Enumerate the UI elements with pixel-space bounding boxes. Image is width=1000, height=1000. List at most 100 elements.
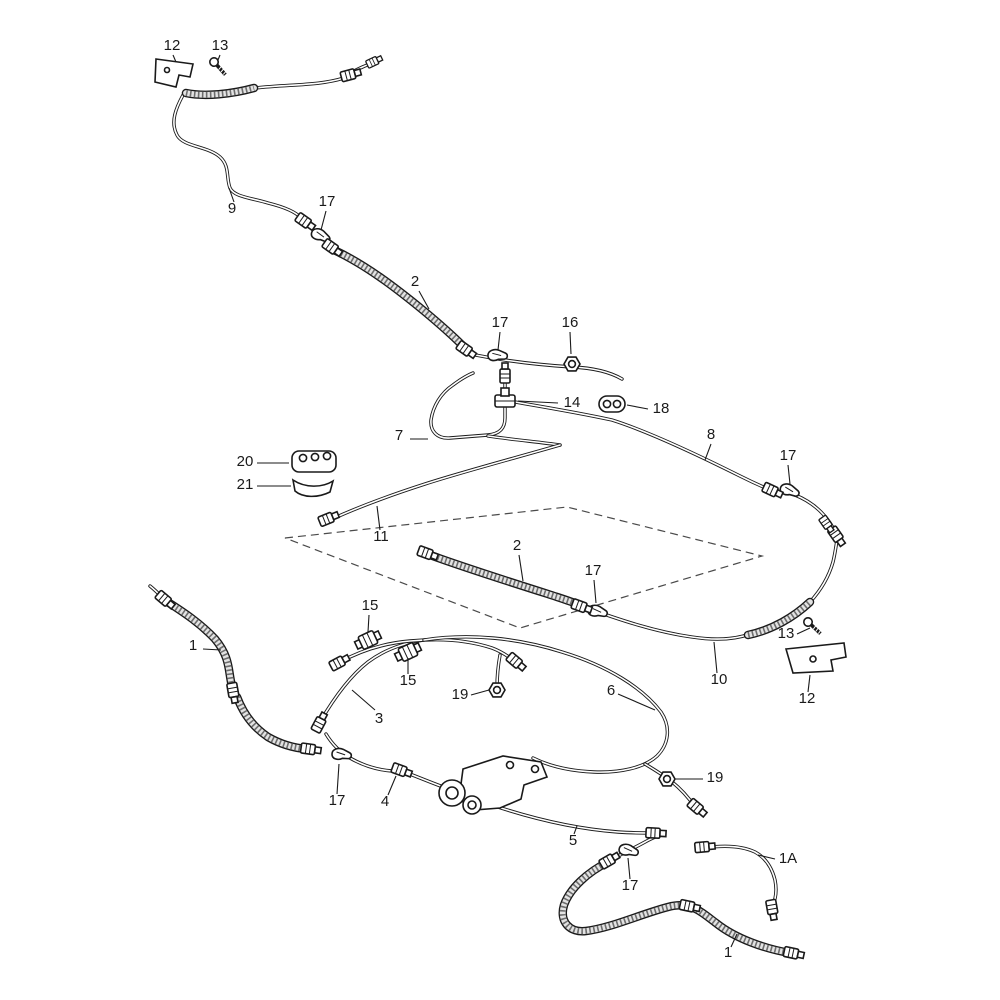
fitting xyxy=(320,237,345,259)
fitting xyxy=(415,544,440,563)
label-leader-8 xyxy=(704,443,712,461)
fitting xyxy=(454,339,479,361)
brake-hose-1-bottom xyxy=(563,862,790,953)
label-leader-17 xyxy=(593,579,597,604)
part-label-12: 12 xyxy=(164,37,181,54)
clamp-17-lower-left xyxy=(330,746,354,763)
part-label-17: 17 xyxy=(780,447,797,464)
label-leader-12 xyxy=(807,674,811,693)
fitting xyxy=(597,849,622,871)
part-label-4: 4 xyxy=(381,793,389,810)
part-label-17: 17 xyxy=(622,877,639,894)
brake-hose-top xyxy=(186,88,254,95)
grommet-18 xyxy=(598,395,626,413)
label-leader-3 xyxy=(351,689,376,711)
brake-line-11 xyxy=(328,443,562,522)
fitting xyxy=(764,898,780,922)
fitting xyxy=(327,652,352,672)
label-leader-14 xyxy=(517,400,559,404)
part-label-15: 15 xyxy=(400,672,417,689)
nut-19-left xyxy=(488,682,506,698)
label-leader-2 xyxy=(418,290,430,310)
fitting xyxy=(364,53,385,69)
brake-line-5 xyxy=(496,805,654,835)
fitting xyxy=(499,362,511,384)
fitting xyxy=(299,742,323,757)
screw-13-right xyxy=(799,615,826,636)
fitting xyxy=(389,761,414,780)
part-label-13: 13 xyxy=(212,37,229,54)
label-leader-17 xyxy=(627,857,631,880)
part-label-16: 16 xyxy=(562,314,579,331)
label-leader-6 xyxy=(617,693,656,711)
part-label-19: 19 xyxy=(452,686,469,703)
label-leader-17 xyxy=(497,331,501,351)
fitting xyxy=(760,481,785,501)
brake-line-10-left xyxy=(582,605,752,641)
brake-line-9 xyxy=(172,93,303,220)
part-label-1: 1 xyxy=(189,637,197,654)
label-leader-17 xyxy=(787,464,791,485)
label-leader-19 xyxy=(470,689,490,696)
fitting xyxy=(225,681,241,705)
brake-line-10-right xyxy=(808,538,839,604)
part-label-5: 5 xyxy=(569,832,577,849)
part-label-18: 18 xyxy=(653,400,670,417)
label-leader-13 xyxy=(217,54,221,61)
label-leader-9 xyxy=(228,187,235,203)
part-label-6: 6 xyxy=(607,682,615,699)
part-label-20: 20 xyxy=(237,453,254,470)
nut-16 xyxy=(563,356,581,372)
part-label-1a: 1A xyxy=(779,850,797,867)
fitting xyxy=(339,66,363,83)
nut-19-right xyxy=(658,771,676,787)
part-label-13: 13 xyxy=(778,625,795,642)
label-leader-1 xyxy=(202,648,222,651)
part-label-17: 17 xyxy=(319,193,336,210)
label-leader-15 xyxy=(367,614,370,633)
brake-line-top xyxy=(253,76,346,90)
part-label-17: 17 xyxy=(585,562,602,579)
label-leader-17 xyxy=(320,210,327,231)
part-label-3: 3 xyxy=(375,710,383,727)
part-label-14: 14 xyxy=(564,394,581,411)
brake-line-7-to-11 xyxy=(486,434,562,447)
part-label-11: 11 xyxy=(373,528,389,545)
mounting-bracket-12-top xyxy=(154,58,194,88)
line-clip-20 xyxy=(291,450,337,473)
brake-hose-2-lower xyxy=(430,555,577,604)
part-label-1: 1 xyxy=(724,944,732,961)
fitting xyxy=(316,509,341,528)
brake-line-1a xyxy=(702,844,778,909)
part-label-8: 8 xyxy=(707,426,715,443)
fitting xyxy=(153,589,178,612)
part-label-9: 9 xyxy=(228,200,236,217)
label-leader-10 xyxy=(713,641,718,674)
part-label-17: 17 xyxy=(329,792,346,809)
part-label-15: 15 xyxy=(362,597,379,614)
label-leader-13 xyxy=(796,627,811,635)
part-label-10: 10 xyxy=(711,671,728,688)
label-leader-11 xyxy=(376,505,381,531)
label-leader-5 xyxy=(573,825,578,835)
part-label-12: 12 xyxy=(799,690,816,707)
part-label-7: 7 xyxy=(395,427,403,444)
label-leader-1a xyxy=(757,854,776,860)
label-leader-17 xyxy=(336,763,340,795)
part-label-2: 2 xyxy=(411,273,419,290)
label-leader-12 xyxy=(172,54,177,63)
brake-hose-1-left-upper xyxy=(166,601,232,686)
fitting xyxy=(644,826,668,840)
part-label-21: 21 xyxy=(237,476,254,493)
clip-pad-21 xyxy=(291,478,335,498)
brake-line-7-loop xyxy=(429,371,507,440)
label-leader-16 xyxy=(569,331,572,355)
fitting xyxy=(293,211,318,233)
fitting xyxy=(693,840,717,854)
mounting-bracket-12-right xyxy=(784,642,847,674)
brake-hose-1-left-lower xyxy=(237,697,306,749)
fitting xyxy=(310,710,330,735)
